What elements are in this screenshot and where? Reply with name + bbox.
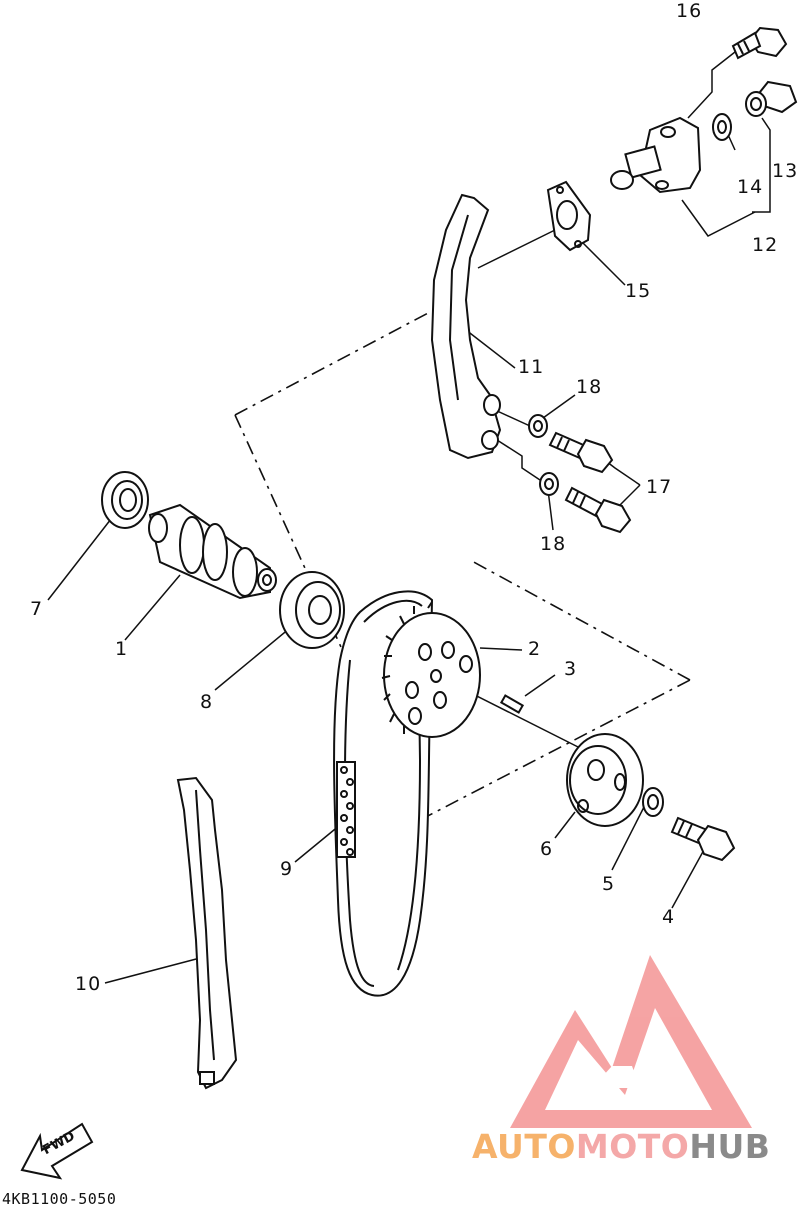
callout-5: 5 — [602, 873, 616, 895]
washer-14-icon — [712, 113, 732, 141]
callout-3: 3 — [564, 658, 578, 680]
chain-guide-11-icon — [430, 193, 502, 460]
callout-11: 11 — [518, 356, 545, 378]
bolt-13-icon — [745, 80, 798, 117]
bolt-17-upper-icon — [548, 431, 614, 474]
watermark-text: AUTOMOTOHUB — [472, 1127, 770, 1166]
assembly-frame-line — [234, 311, 691, 821]
callout-1: 1 — [115, 638, 129, 660]
camshaft-1-icon — [148, 503, 277, 600]
callout-18-upper: 18 — [576, 376, 603, 398]
callout-10: 10 — [75, 973, 102, 995]
callout-9: 9 — [280, 858, 294, 880]
washer-18-lower-icon — [539, 472, 559, 496]
callout-18-lower: 18 — [540, 533, 567, 555]
bolt-17-lower-icon — [564, 486, 632, 534]
callout-6: 6 — [540, 838, 554, 860]
callout-2: 2 — [528, 638, 542, 660]
bolt-4-icon — [670, 816, 736, 862]
callout-4: 4 — [662, 906, 676, 928]
washer-18-upper-icon — [528, 414, 548, 438]
chain-guide-10-icon — [176, 776, 238, 1090]
automotohub-logo-icon — [510, 955, 752, 1128]
callout-12: 12 — [752, 234, 779, 256]
callout-8: 8 — [200, 691, 214, 713]
watermark-hub: HUB — [689, 1127, 771, 1166]
callout-15: 15 — [625, 280, 652, 302]
plate-6-icon — [566, 733, 644, 827]
tensioner-12-icon — [610, 116, 702, 194]
callout-16: 16 — [676, 0, 703, 22]
callout-17: 17 — [646, 476, 673, 498]
bearing-8-icon — [279, 571, 345, 649]
bearing-7-icon — [101, 471, 149, 529]
bolt-16-icon — [731, 26, 788, 60]
pin-3-icon — [499, 694, 525, 714]
callout-13: 13 — [772, 160, 799, 182]
watermark-moto: MOTO — [575, 1127, 690, 1166]
callout-14: 14 — [737, 176, 764, 198]
fwd-arrow-icon — [20, 1122, 94, 1180]
callout-7: 7 — [30, 598, 44, 620]
washer-5-icon — [642, 787, 664, 817]
watermark-auto: AUTO — [472, 1127, 576, 1166]
diagram-part-code: 4KB1100-5050 — [2, 1190, 117, 1208]
sprocket-2-icon — [381, 601, 481, 738]
gasket-15-icon — [546, 180, 592, 252]
